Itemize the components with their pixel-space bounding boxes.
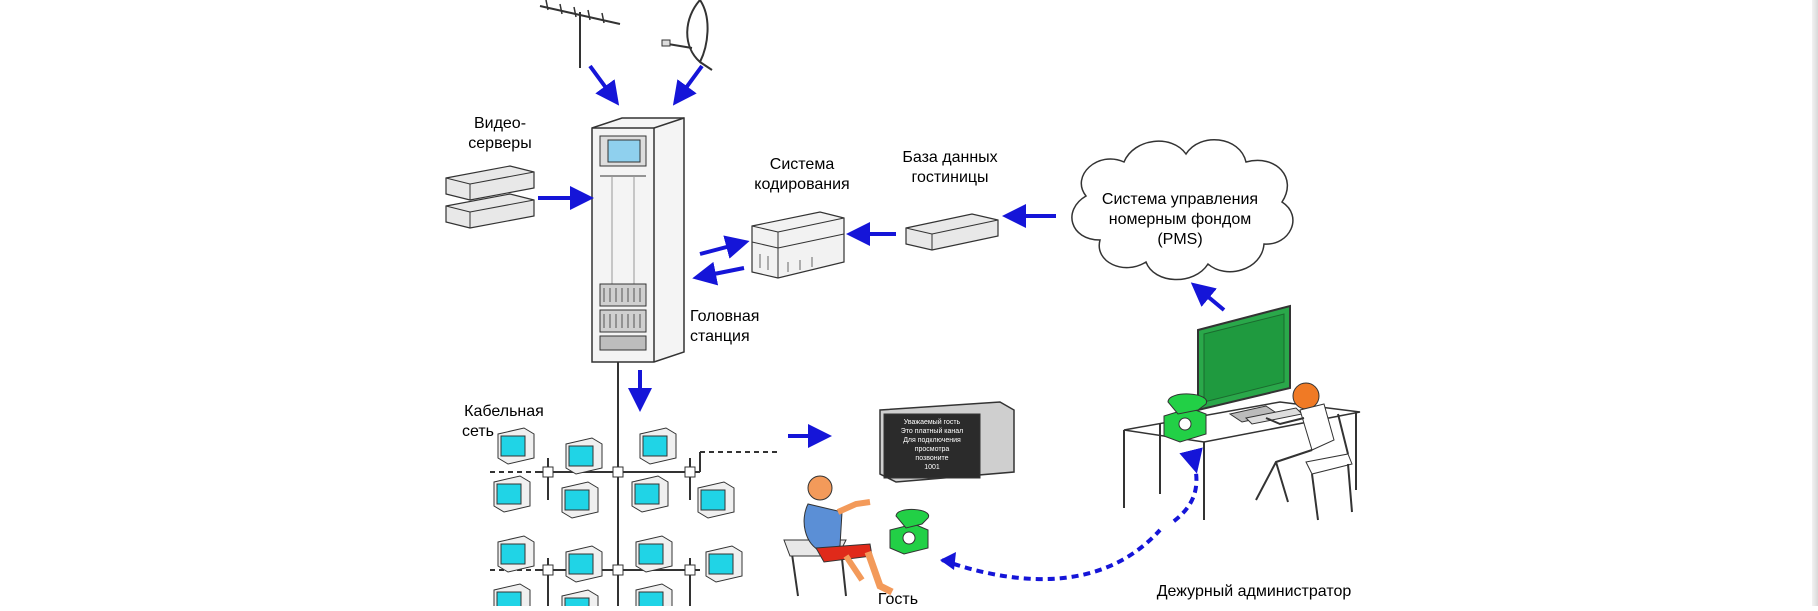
cable-network-label-2: сеть bbox=[462, 423, 494, 440]
arrow-antenna-to-head bbox=[588, 64, 620, 106]
tv-icon bbox=[631, 475, 669, 513]
tv-icon bbox=[565, 437, 603, 475]
tv-message-line-6: 1001 bbox=[924, 464, 940, 471]
tv-icon bbox=[493, 583, 531, 611]
tv-icon bbox=[635, 583, 673, 611]
pms-label-2: номерным фондом bbox=[1109, 211, 1251, 228]
server-icon bbox=[445, 165, 535, 229]
tv-message-line-3: Для подключения bbox=[903, 437, 961, 444]
tv-icon bbox=[561, 589, 599, 611]
cable-network-label-1: Кабельная bbox=[464, 403, 544, 420]
hotel-db-label-1: База данных bbox=[902, 149, 997, 166]
phone-link-arrow bbox=[940, 552, 956, 570]
tv-icon bbox=[565, 545, 603, 583]
tv-message-line-1: Уважаемый гость bbox=[904, 418, 961, 426]
server-icon bbox=[905, 213, 999, 251]
encoding-label-2: кодирования bbox=[754, 176, 849, 193]
person-icon bbox=[783, 475, 894, 597]
arrow-admin-to-pms bbox=[1190, 282, 1226, 312]
pms-label-1: Система управления bbox=[1102, 191, 1258, 208]
phone-icon bbox=[889, 509, 929, 555]
tv-icon bbox=[879, 401, 1015, 483]
hotel-db-label-2: гостиницы bbox=[911, 169, 988, 186]
arrow-dish-to-head bbox=[672, 64, 704, 106]
arrow-head-to-encoding bbox=[699, 235, 750, 259]
head-station-label-2: станция bbox=[690, 328, 750, 345]
tv-message-line-2: Это платный канал bbox=[901, 427, 964, 435]
tv-icon bbox=[497, 535, 535, 573]
phone-icon bbox=[1163, 393, 1207, 443]
antenna-icon bbox=[539, 0, 621, 68]
tv-icon bbox=[705, 545, 743, 583]
person-icon bbox=[1255, 382, 1353, 521]
tv-icon bbox=[497, 427, 535, 465]
tv-icon bbox=[635, 535, 673, 573]
tv-icon bbox=[493, 475, 531, 513]
page-edge bbox=[1812, 0, 1818, 606]
satellite-dish-icon bbox=[661, 0, 713, 71]
encoding-label-1: Система bbox=[770, 156, 835, 173]
tv-icon bbox=[561, 481, 599, 519]
tv-icon bbox=[697, 481, 735, 519]
tv-message-line-5: позвоните bbox=[915, 455, 948, 462]
guest-label: Гость bbox=[878, 591, 918, 606]
pms-label-3: (PMS) bbox=[1157, 231, 1202, 248]
phone-link bbox=[941, 528, 1162, 582]
video-servers-label-2: серверы bbox=[468, 135, 531, 152]
monitor-icon bbox=[1197, 304, 1304, 425]
head-station-label-1: Головная bbox=[690, 308, 759, 325]
phone-link bbox=[1168, 447, 1203, 526]
server-icon bbox=[751, 211, 845, 279]
tv-message: Уважаемый гость Это платный канал Для по… bbox=[901, 418, 964, 471]
tv-message-line-4: просмотра bbox=[915, 446, 950, 453]
video-servers-label-1: Видео- bbox=[474, 115, 526, 132]
cloud-icon bbox=[1071, 139, 1294, 281]
arrow-encoding-to-head bbox=[692, 261, 745, 286]
rack-icon bbox=[591, 117, 685, 363]
duty-admin-label: Дежурный администратор bbox=[1157, 583, 1352, 600]
cable-network bbox=[490, 362, 780, 606]
tv-icon bbox=[639, 427, 677, 465]
